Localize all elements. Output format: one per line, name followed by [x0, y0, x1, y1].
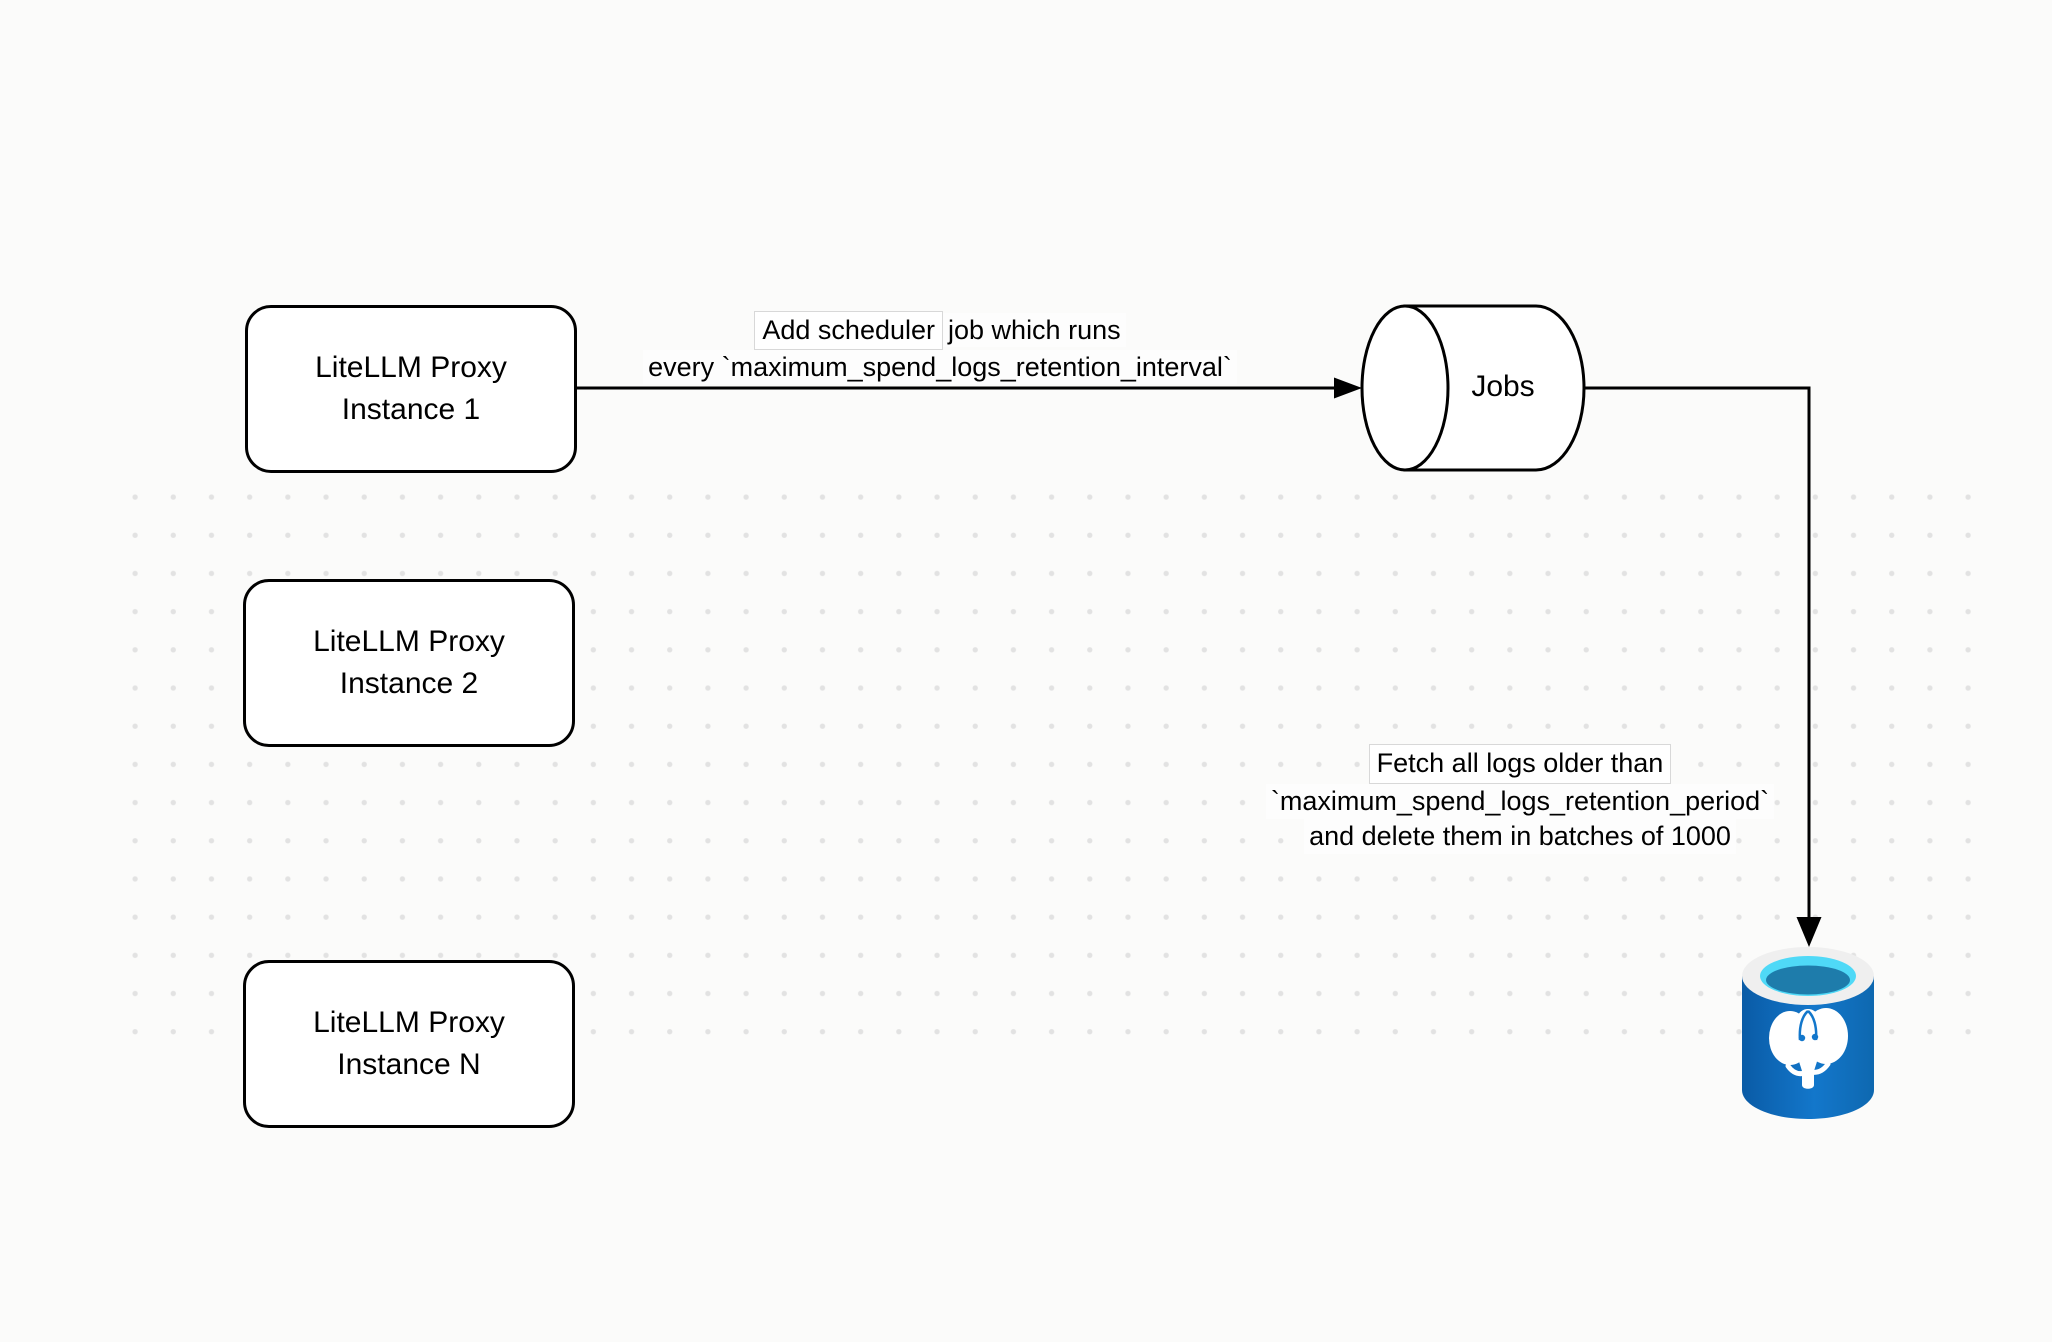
edge-label-text: job which runs: [943, 313, 1126, 347]
edge-label-text: every `maximum_spend_logs_retention_inte…: [643, 350, 1237, 384]
pg-top-inner-shade: [1766, 965, 1850, 995]
node-label-line: Instance N: [337, 1048, 481, 1081]
edge-label-highlight-box: Add scheduler: [754, 311, 944, 350]
node-label-line: LiteLLM Proxy: [313, 625, 505, 658]
node-litellm-proxy-instance-1: LiteLLM Proxy Instance 1: [245, 305, 577, 473]
jobs-queue-shape: [1360, 304, 1586, 472]
edge-label-highlight-box: Fetch all logs older than: [1368, 744, 1672, 784]
node-litellm-proxy-instance-n: LiteLLM Proxy Instance N: [243, 960, 575, 1128]
edge-label-text: and delete them in batches of 1000: [1304, 819, 1736, 854]
arrowhead-into-database: [1796, 917, 1822, 947]
node-label-line: LiteLLM Proxy: [315, 351, 507, 384]
edge-label-fetch-delete-logs: Fetch all logs older than `maximum_spend…: [1200, 744, 1840, 854]
edge-jobs-to-database: [1584, 386, 1811, 917]
node-litellm-proxy-instance-2: LiteLLM Proxy Instance 2: [243, 579, 575, 747]
pg-elephant-glyph: [1769, 1008, 1848, 1089]
postgresql-database-icon: [1742, 947, 1874, 1119]
arrowhead-into-jobs: [1334, 377, 1362, 399]
edge-label-scheduler-job: Add scheduler job which runs every `maxi…: [580, 311, 1300, 384]
node-label-line: Instance 1: [341, 393, 481, 426]
edge-label-text: `maximum_spend_logs_retention_period`: [1265, 784, 1775, 819]
jobs-node-label: Jobs: [1471, 370, 1535, 403]
node-label-line: LiteLLM Proxy: [313, 1006, 505, 1039]
node-label-line: Instance 2: [339, 667, 479, 700]
